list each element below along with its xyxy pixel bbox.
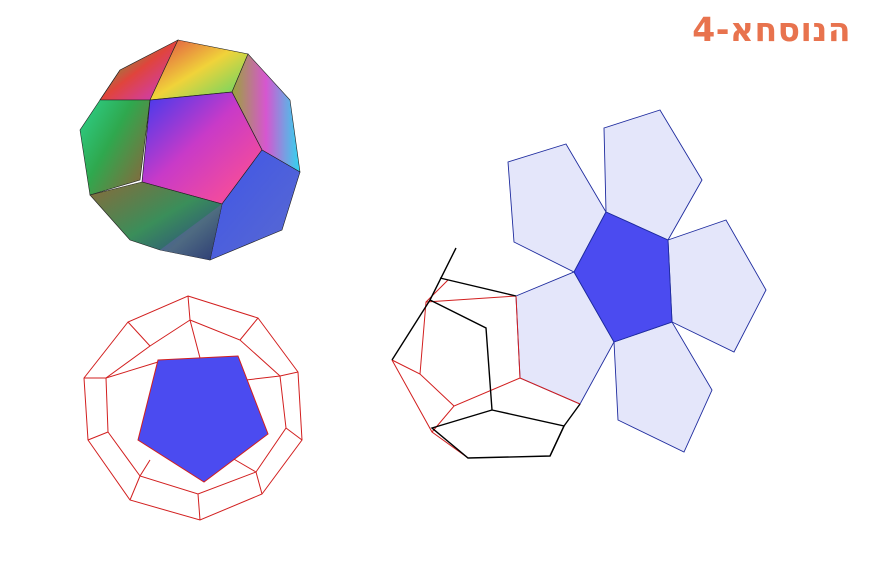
shaded-dodecahedron: [79, 39, 301, 261]
dodecahedron-wireframe-top-view: [83, 295, 303, 521]
net-face-upper: [603, 109, 703, 241]
net-center-face: [573, 211, 673, 343]
net-face-right: [667, 219, 767, 353]
dodecahedron-net-partially-folded: [391, 109, 767, 459]
page-title: הנוסחא-4: [692, 10, 851, 49]
net-face-lower: [613, 321, 713, 453]
wireframe-highlighted-face: [137, 355, 269, 483]
